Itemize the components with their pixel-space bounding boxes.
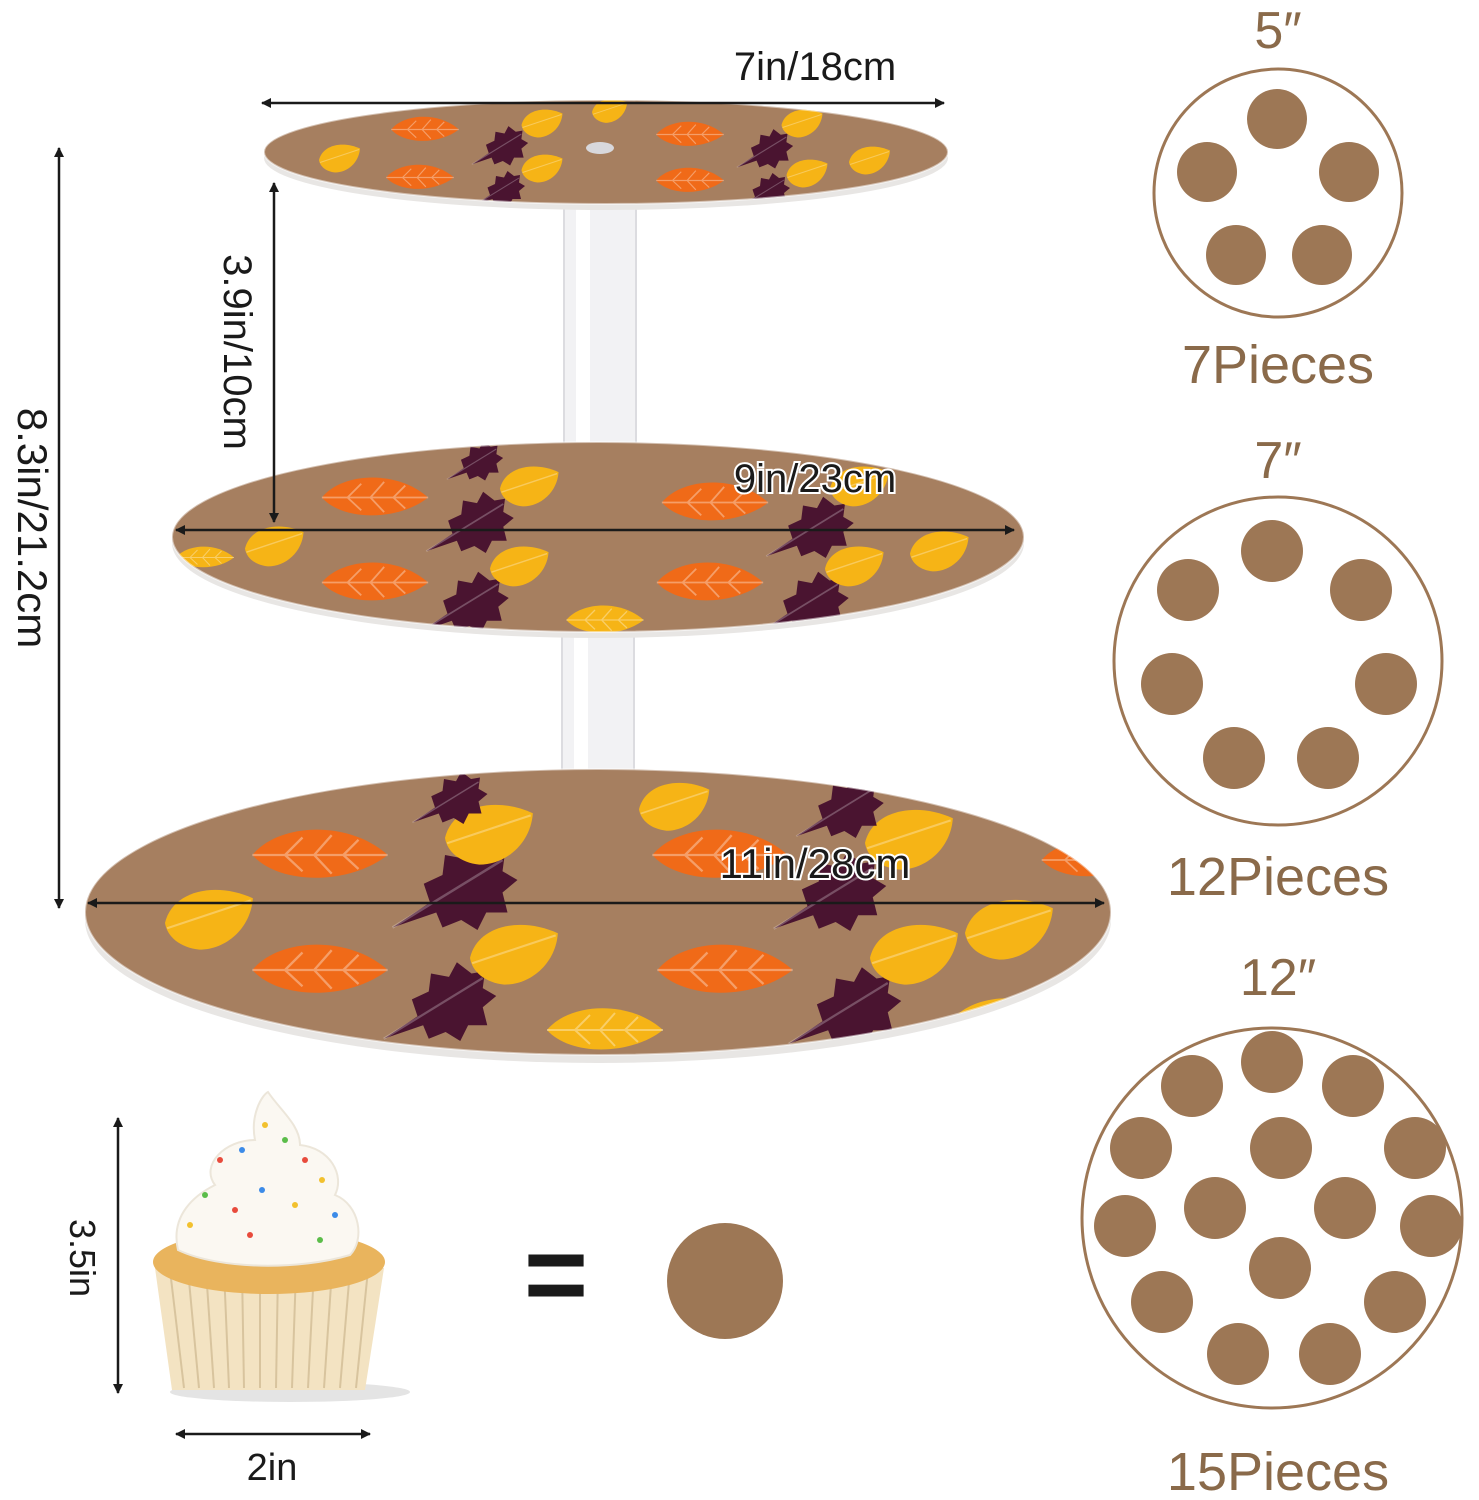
capacity-dot bbox=[1177, 142, 1237, 202]
capacity-dot bbox=[1184, 1177, 1246, 1239]
bottom-plate bbox=[84, 768, 1112, 1063]
tier-spacing-label: 3.9in/10cm bbox=[215, 254, 259, 450]
capacity-ring-7 bbox=[1112, 495, 1444, 827]
capacity-dot bbox=[1249, 1237, 1311, 1299]
capacity-size-5: 5″ bbox=[1254, 2, 1301, 60]
capacity-dot bbox=[1292, 225, 1352, 285]
cake-stand bbox=[84, 99, 1112, 1063]
capacity-dot bbox=[1141, 653, 1203, 715]
cupcake-frosting bbox=[175, 1090, 360, 1267]
capacity-dot bbox=[1400, 1195, 1462, 1257]
sprinkles bbox=[187, 1122, 338, 1243]
capacity-dot bbox=[1297, 727, 1359, 789]
middle-plate bbox=[171, 441, 1025, 638]
capacity-dot bbox=[1203, 727, 1265, 789]
middle-width-label: 9in/23cm bbox=[734, 457, 896, 501]
capacity-dot bbox=[1330, 559, 1392, 621]
cupcake-width-label: 2in bbox=[247, 1447, 298, 1489]
capacity-dot bbox=[1206, 225, 1266, 285]
top-width-label: 7in/18cm bbox=[734, 45, 896, 89]
cupcake-illustration bbox=[153, 1090, 410, 1402]
capacity-dot bbox=[1364, 1271, 1426, 1333]
capacity-dot bbox=[1110, 1117, 1172, 1179]
capacity-size-7: 7″ bbox=[1254, 432, 1301, 490]
capacity-dot bbox=[1250, 1117, 1312, 1179]
capacity-dot bbox=[1355, 653, 1417, 715]
capacity-dots-5 bbox=[1177, 89, 1379, 285]
top-plate bbox=[263, 99, 949, 210]
capacity-dot bbox=[1161, 1055, 1223, 1117]
total-height-label: 8.3in/21.2cm bbox=[9, 408, 56, 648]
capacity-ring-12 bbox=[1080, 1026, 1464, 1410]
cupcake-dot-equivalent bbox=[667, 1223, 783, 1339]
capacity-dot bbox=[1094, 1195, 1156, 1257]
capacity-panel: 5″ 7Pieces 7″ 12Pieces 12″ bbox=[1080, 2, 1464, 1500]
bottom-width-label: 11in/28cm bbox=[720, 840, 911, 887]
capacity-size-12: 12″ bbox=[1240, 949, 1316, 1007]
capacity-ring-5 bbox=[1152, 67, 1404, 319]
capacity-pieces-5: 7Pieces bbox=[1182, 335, 1374, 395]
capacity-dot bbox=[1241, 520, 1303, 582]
capacity-dot bbox=[1241, 1031, 1303, 1093]
capacity-dot bbox=[1319, 142, 1379, 202]
capacity-pieces-7: 12Pieces bbox=[1167, 847, 1389, 907]
capacity-dot bbox=[1131, 1271, 1193, 1333]
capacity-pieces-12: 15Pieces bbox=[1167, 1442, 1389, 1500]
capacity-dot bbox=[1314, 1177, 1376, 1239]
capacity-dot bbox=[1299, 1323, 1361, 1385]
capacity-dot bbox=[1384, 1117, 1446, 1179]
top-screw bbox=[586, 142, 614, 154]
capacity-dot bbox=[1322, 1055, 1384, 1117]
cupcake-height-label: 3.5in bbox=[62, 1219, 103, 1297]
capacity-dot bbox=[1207, 1323, 1269, 1385]
capacity-dots-12 bbox=[1094, 1031, 1462, 1385]
capacity-dots-7 bbox=[1141, 520, 1417, 789]
dimension-lines bbox=[54, 98, 1105, 1439]
capacity-dot bbox=[1247, 89, 1307, 149]
equals-sign: = bbox=[524, 1213, 588, 1336]
capacity-dot bbox=[1157, 559, 1219, 621]
